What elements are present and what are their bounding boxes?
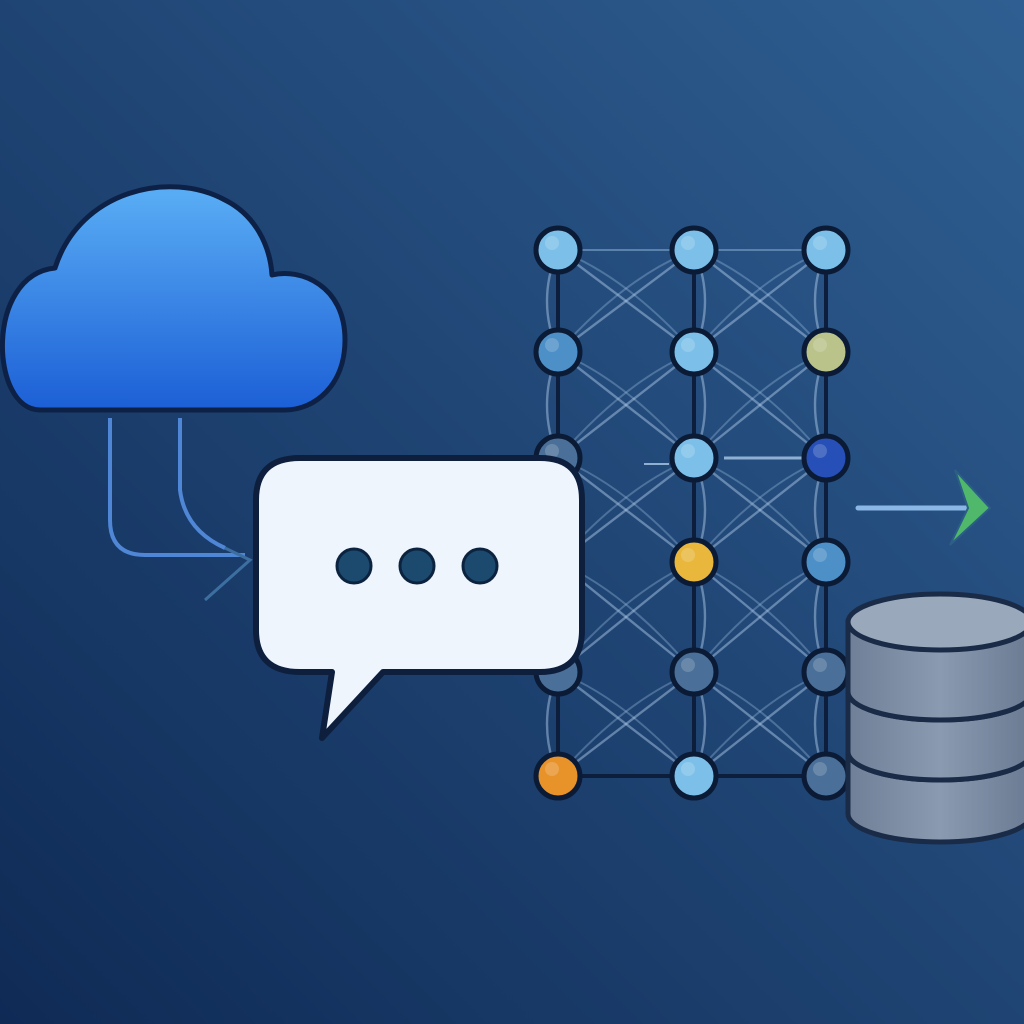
typing-dot [335,547,373,585]
network-node-highlight [545,444,559,458]
network-node [801,225,851,275]
network-node-highlight [545,236,559,250]
cloud-connector-arrowhead [204,546,253,602]
network-node [801,751,851,801]
network-node [801,647,851,697]
network-node-highlight [681,762,695,776]
network-node-highlight [681,338,695,352]
typing-dot [461,547,499,585]
network-node-highlight [813,444,827,458]
network-node [669,327,719,377]
network-node [669,433,719,483]
database-tier-top [845,591,1024,653]
network-node [533,225,583,275]
network-node-highlight [813,338,827,352]
network-node-highlight [545,338,559,352]
network-node-highlight [681,548,695,562]
network-node [669,225,719,275]
network-node [669,647,719,697]
network-node-highlight [681,444,695,458]
database-icon [845,591,1024,845]
chat-bubble-icon [253,455,585,741]
network-node [669,751,719,801]
network-node [801,327,851,377]
network-node [801,537,851,587]
neural-network-icon [533,225,851,801]
network-node [533,327,583,377]
network-node [669,537,719,587]
network-node-highlight [813,236,827,250]
network-nodes [533,225,851,801]
arrow-right-icon [855,469,992,546]
cloud-connector-line [178,418,226,550]
typing-dot [398,547,436,585]
network-node-highlight [545,762,559,776]
network-node-highlight [681,658,695,672]
cloud-icon [0,184,348,602]
cloud-connector-line [108,418,245,557]
network-node-highlight [681,236,695,250]
network-node [801,433,851,483]
network-node [533,751,583,801]
network-node-highlight [813,658,827,672]
typing-dots [335,547,499,585]
network-node-highlight [813,762,827,776]
network-node-highlight [813,548,827,562]
